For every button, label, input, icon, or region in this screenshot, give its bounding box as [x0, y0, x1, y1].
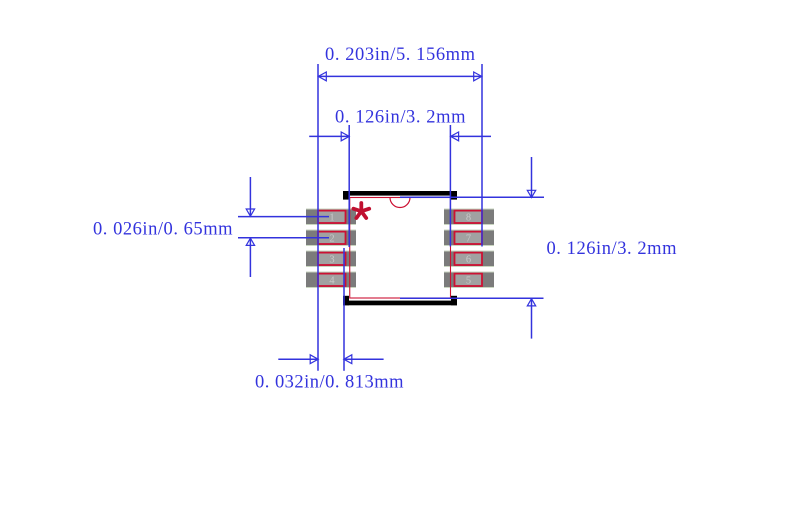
- svg-text:0. 203in/5. 156mm: 0. 203in/5. 156mm: [325, 45, 476, 65]
- svg-text:8: 8: [466, 213, 471, 224]
- svg-text:3: 3: [329, 255, 334, 266]
- svg-text:7: 7: [466, 234, 471, 245]
- svg-text:0. 126in/3. 2mm: 0. 126in/3. 2mm: [335, 108, 466, 128]
- svg-text:1: 1: [329, 213, 334, 224]
- svg-text:5: 5: [466, 276, 471, 287]
- svg-text:4: 4: [329, 276, 335, 287]
- svg-text:0. 026in/0. 65mm: 0. 026in/0. 65mm: [93, 219, 233, 239]
- svg-text:6: 6: [466, 255, 471, 266]
- svg-text:0. 032in/0. 813mm: 0. 032in/0. 813mm: [255, 372, 404, 392]
- svg-text:2: 2: [329, 234, 334, 245]
- svg-text:0. 126in/3. 2mm: 0. 126in/3. 2mm: [547, 239, 678, 259]
